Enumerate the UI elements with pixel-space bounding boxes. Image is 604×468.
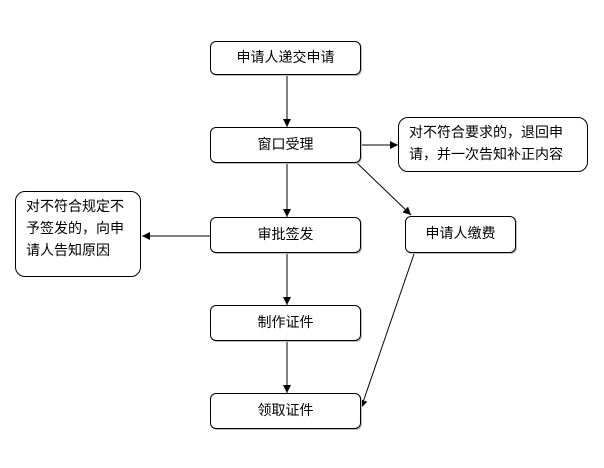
node-accept: 窗口受理 [210,127,361,163]
node-pay: 申请人缴费 [405,216,516,253]
node-receive: 领取证件 [210,393,361,429]
note-return-and-notify: 对不符合要求的，退回申 请，并一次告知补正内容 [398,117,588,172]
arrow-accept-to-pay [356,162,412,216]
node-make: 制作证件 [210,305,361,341]
node-approve: 审批签发 [210,217,361,253]
arrow-pay-to-receive [359,253,415,409]
node-submit: 申请人递交申请 [210,41,361,75]
note-reject-reason: 对不符合规定不 予签发的，向申 请人告知原因 [15,191,141,277]
